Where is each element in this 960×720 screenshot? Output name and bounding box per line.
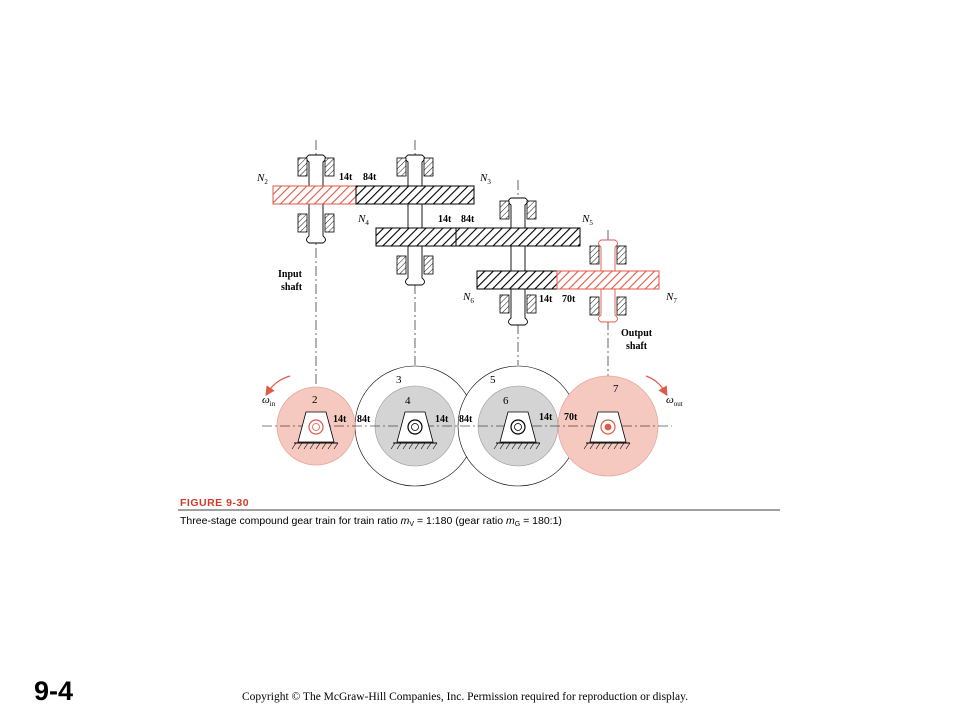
side-teeth-label: 84t [363,172,377,183]
side-teeth-label: 14t [438,214,452,225]
gear-number: 2 [312,394,318,406]
side-teeth-label: 70t [562,294,576,305]
label-n4: N4 [357,213,369,227]
input-shaft-assembly [272,154,357,244]
shaft-3-4-assembly [355,154,475,286]
side-teeth-label: 14t [339,172,353,183]
front-teeth-label: 14t [333,414,347,425]
gear-number: 5 [490,374,496,386]
front-teeth-label: 14t [539,412,553,423]
bearing [324,213,335,233]
gear-number: 6 [503,395,509,407]
omega-in-label: ωin [262,394,276,408]
omega-out-label: ωout [666,394,683,408]
gear-number: 3 [396,374,402,386]
gear-number: 4 [405,395,411,407]
label-n3: N3 [479,172,491,186]
side-view: N2 N3 N4 N5 N6 N7 14t 84t 14t 84t 14t 70… [256,140,677,385]
side-teeth-label: 84t [461,214,475,225]
copyright-notice: Copyright © The McGraw-Hill Companies, I… [242,691,688,703]
bearing [297,213,308,233]
front-teeth-label: 70t [564,412,578,423]
gear-6-side [476,270,558,290]
input-shaft-label: shaft [281,282,303,293]
omega-out-arrow [645,375,668,397]
shaft-5-6-assembly [455,197,581,326]
bearing [396,157,407,177]
side-teeth-label: 14t [539,294,553,305]
label-n2: N2 [256,172,268,186]
bearing [589,296,600,316]
bearing [499,294,510,314]
bearing [526,200,537,220]
bearing [396,255,407,275]
bearing [324,157,335,177]
front-view: ωin ωout 2 3 4 5 6 7 14t 84t 14t 84t 14t… [262,365,683,487]
slide-number: 9-4 [34,676,74,706]
bearing [423,255,434,275]
label-n5: N5 [581,213,593,227]
front-teeth-label: 84t [357,414,371,425]
front-teeth-label: 84t [459,414,473,425]
gear-7-side [556,270,660,290]
bearing [616,245,627,265]
bearing [499,200,510,220]
bearing [297,157,308,177]
input-shaft-label: Input [278,269,303,280]
gear-number: 7 [613,383,619,395]
figure-title: FIGURE 9-30 [180,497,249,509]
support-5-6 [493,411,541,450]
omega-in-arrow [265,375,291,396]
bearing [589,245,600,265]
output-shaft-label: Output [621,328,653,339]
gear-5-side [455,227,581,247]
gear-3-side [355,185,475,205]
front-teeth-label: 14t [435,414,449,425]
support-2 [291,411,339,450]
support-7 [583,411,631,450]
support-3-4 [390,411,438,450]
output-shaft-assembly [556,239,660,323]
bearing [526,294,537,314]
bearing [616,296,627,316]
figure-caption: FIGURE 9-30 Three-stage compound gear tr… [178,497,780,528]
gear-4-side [375,227,457,247]
label-n6: N6 [462,291,474,305]
bearing [423,157,434,177]
gear-2-side [272,185,357,205]
caption-text: Three-stage compound gear train for trai… [180,515,562,528]
label-n7: N7 [665,291,677,305]
output-shaft-label: shaft [626,341,648,352]
